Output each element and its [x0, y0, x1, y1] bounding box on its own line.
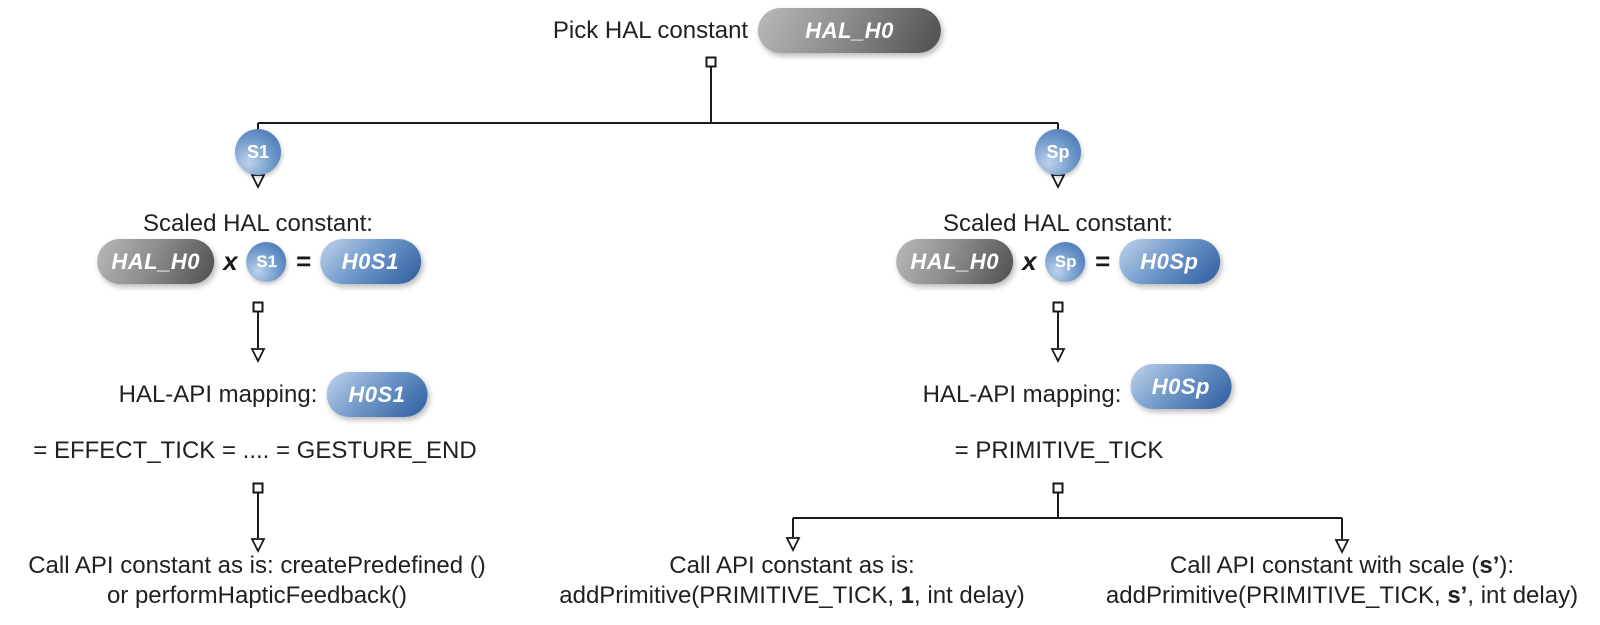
- right-mapping-equation: = PRIMITIVE_TICK: [954, 437, 1164, 464]
- leaf-with-scale: Call API constant with scale (s’): addPr…: [1106, 551, 1578, 611]
- right-mapping: HAL-API mapping: H0Sp: [922, 364, 1232, 417]
- scale-value-bold: s’: [1447, 582, 1468, 609]
- left-mapping-equation: = EFFECT_TICK = .... = GESTURE_END: [33, 437, 477, 464]
- right-formula: HAL_H0 x Sp = H0Sp: [896, 239, 1220, 284]
- leaf-with-scale-line2: addPrimitive(PRIMITIVE_TICK, s’, int del…: [1106, 581, 1578, 611]
- square-connector-icon: [252, 482, 264, 494]
- mapping-label: HAL-API mapping:: [922, 380, 1122, 408]
- left-formula: HAL_H0 x S1 = H0S1: [97, 239, 421, 284]
- arrow-down-icon: [1050, 174, 1066, 190]
- left-leaf-line2: or performHapticFeedback(): [106, 582, 408, 609]
- scaled-constant-pill: H0S1: [319, 239, 421, 284]
- arrow-down-icon: [785, 537, 801, 553]
- leaf-with-scale-line1: Call API constant with scale (s’):: [1106, 551, 1578, 581]
- hal-constant-pill: HAL_H0: [896, 239, 1014, 284]
- square-connector-icon: [252, 301, 264, 313]
- scale-value-bold: 1: [900, 582, 915, 609]
- hal-constant-pill: HAL_H0: [758, 8, 942, 53]
- multiply-operator: x: [1022, 246, 1037, 276]
- left-leaf-line1: Call API constant as is: createPredefine…: [28, 552, 486, 579]
- hal-constant-pill: HAL_H0: [97, 239, 215, 284]
- equals-operator: =: [1094, 246, 1110, 276]
- leaf-as-is: Call API constant as is: addPrimitive(PR…: [559, 551, 1024, 611]
- left-scaled-title: Scaled HAL constant:: [143, 210, 373, 237]
- tree-lines: [257, 67, 1343, 539]
- square-connectors: [252, 56, 1064, 494]
- multiply-operator: x: [223, 246, 238, 276]
- arrow-down-icon: [250, 174, 266, 190]
- code-text: , int delay): [1467, 582, 1579, 609]
- mapping-pill: H0Sp: [1130, 364, 1232, 409]
- square-connector-icon: [705, 56, 717, 68]
- scale-circle-sp: Sp: [1045, 241, 1086, 282]
- scale-circle-s1: S1: [246, 241, 287, 282]
- scale-badge-s1: S1: [235, 129, 281, 175]
- square-connector-icon: [1052, 301, 1064, 313]
- leaf-as-is-line2: addPrimitive(PRIMITIVE_TICK, 1, int dela…: [559, 581, 1024, 611]
- leaf-as-is-line1: Call API constant as is:: [669, 552, 915, 579]
- arrow-down-icon: [250, 538, 266, 554]
- root-label: Pick HAL constant: [552, 16, 749, 44]
- scale-badge-sp: Sp: [1035, 129, 1081, 175]
- root-node: Pick HAL constant HAL_H0: [552, 8, 942, 53]
- arrow-down-icon: [1050, 348, 1066, 364]
- equals-operator: =: [295, 246, 311, 276]
- mapping-label: HAL-API mapping:: [118, 380, 318, 408]
- text: Call API constant with scale (: [1169, 552, 1480, 579]
- arrowheads: [250, 174, 1350, 555]
- right-scaled-title: Scaled HAL constant:: [943, 210, 1173, 237]
- left-leaf: Call API constant as is: createPredefine…: [28, 551, 486, 611]
- code-text: addPrimitive(PRIMITIVE_TICK,: [559, 582, 901, 609]
- arrow-down-icon: [250, 348, 266, 364]
- text: ):: [1499, 552, 1515, 579]
- arrow-down-icon: [1334, 539, 1350, 555]
- square-connector-icon: [1052, 482, 1064, 494]
- code-text: , int delay): [914, 582, 1025, 609]
- code-text: addPrimitive(PRIMITIVE_TICK,: [1105, 582, 1448, 609]
- mapping-pill: H0S1: [326, 372, 428, 417]
- left-mapping: HAL-API mapping: H0S1: [119, 372, 428, 417]
- scaled-constant-pill: H0Sp: [1118, 239, 1220, 284]
- scale-value-bold: s’: [1479, 552, 1500, 579]
